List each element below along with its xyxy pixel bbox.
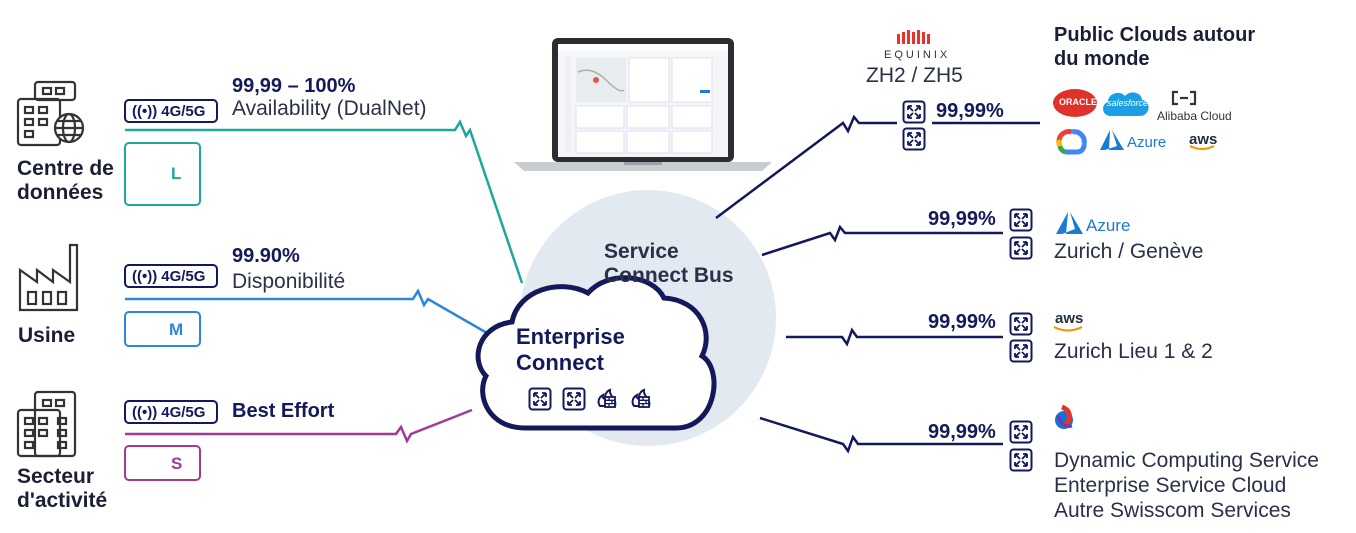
business-label: Secteur d'activité bbox=[17, 465, 108, 512]
factory-label: Usine bbox=[18, 324, 76, 347]
alibaba-logo-text: Alibaba Cloud bbox=[1157, 109, 1232, 123]
azure-logo-text: Azure bbox=[1127, 134, 1167, 151]
datacenter-label: Centre de données bbox=[17, 157, 114, 204]
service-item: Enterprise Service Cloud bbox=[1054, 474, 1287, 497]
network-badge: ((•)) 4G/5G bbox=[124, 264, 218, 288]
business-availability-value: Best Effort bbox=[232, 400, 335, 422]
router-icon bbox=[1009, 312, 1033, 336]
enterprise-connect-label: Enterprise Connect bbox=[516, 324, 625, 375]
network-type: 4G/5G bbox=[161, 102, 206, 120]
laptop-dashboard-image bbox=[514, 38, 772, 171]
datacenter-building-icon bbox=[16, 80, 85, 147]
google-cloud-logo-icon bbox=[1055, 129, 1087, 155]
router-icon bbox=[562, 387, 586, 411]
factory-icon bbox=[18, 243, 79, 312]
tier-letter: L bbox=[171, 164, 182, 183]
aws-smile-icon bbox=[1053, 326, 1083, 332]
aws-smile-icon bbox=[1189, 145, 1215, 150]
azure-logo-icon bbox=[1056, 212, 1083, 234]
swisscom-services: Dynamic Computing Service Enterprise Ser… bbox=[1054, 448, 1319, 523]
azure-sites: Zurich / Genève bbox=[1054, 240, 1204, 263]
salesforce-logo-icon bbox=[1103, 92, 1149, 116]
equinix-logo-icon bbox=[897, 30, 930, 44]
router-icon bbox=[902, 100, 926, 124]
aws-logo-text: aws bbox=[1055, 310, 1084, 327]
aws-line bbox=[786, 327, 1003, 347]
azure-logo-icon bbox=[1100, 130, 1124, 150]
antenna-icon: ((•)) bbox=[132, 102, 158, 120]
datacenter-availability-desc: Availability (DualNet) bbox=[232, 97, 427, 120]
tier-box-l: L bbox=[124, 142, 201, 206]
network-type: 4G/5G bbox=[161, 403, 206, 421]
network-badge: ((•)) 4G/5G bbox=[124, 99, 218, 123]
router-icon bbox=[1009, 420, 1033, 444]
router-icon bbox=[528, 387, 552, 411]
azure-logo-text: Azure bbox=[1086, 216, 1131, 235]
router-icon bbox=[1009, 339, 1033, 363]
equinix-line bbox=[715, 114, 897, 220]
salesforce-logo-text: salesforce bbox=[1107, 98, 1149, 108]
router-icon bbox=[902, 127, 926, 151]
antenna-icon: ((•)) bbox=[132, 403, 158, 421]
tier-letter: S bbox=[171, 454, 183, 473]
public-clouds-title: Public Clouds autour du monde bbox=[1054, 24, 1256, 70]
network-type: 4G/5G bbox=[161, 267, 206, 285]
router-icon bbox=[1009, 448, 1033, 472]
equinix-sites: ZH2 / ZH5 bbox=[866, 64, 963, 87]
service-item: Dynamic Computing Service bbox=[1054, 449, 1319, 472]
equinix-availability: 99,99% bbox=[936, 100, 1004, 122]
oracle-logo-icon bbox=[1053, 89, 1097, 117]
azure-line bbox=[761, 224, 1003, 257]
equinix-logo-text: EQUINIX bbox=[884, 49, 951, 61]
datacenter-line bbox=[125, 119, 524, 284]
tier-box-s: S bbox=[124, 445, 201, 481]
business-line bbox=[125, 408, 473, 444]
tier-letter: M bbox=[169, 320, 184, 339]
router-icon bbox=[1009, 236, 1033, 260]
alibaba-logo-icon bbox=[1171, 90, 1197, 106]
swisscom-line bbox=[759, 416, 1003, 454]
datacenter-availability-value: 99,99 – 100% bbox=[232, 75, 356, 97]
aws-sites: Zurich Lieu 1 & 2 bbox=[1054, 340, 1213, 363]
aws-availability: 99,99% bbox=[928, 311, 996, 333]
swisscom-availability: 99,99% bbox=[928, 421, 996, 443]
swisscom-logo-icon bbox=[1055, 404, 1073, 429]
aws-logo-text: aws bbox=[1189, 131, 1218, 148]
service-item: Autre Swisscom Services bbox=[1054, 499, 1291, 522]
router-icon bbox=[1009, 208, 1033, 232]
factory-availability-value: 99.90% bbox=[232, 245, 300, 267]
azure-availability: 99,99% bbox=[928, 208, 996, 230]
factory-line bbox=[125, 288, 488, 335]
tier-box-m: M bbox=[124, 311, 201, 347]
antenna-icon: ((•)) bbox=[132, 267, 158, 285]
network-badge: ((•)) 4G/5G bbox=[124, 400, 218, 424]
office-building-icon bbox=[16, 390, 77, 458]
oracle-logo-text: ORACLE bbox=[1059, 97, 1097, 107]
factory-availability-desc: Disponibilité bbox=[232, 270, 346, 293]
service-connect-bus-label: Service Connect Bus bbox=[604, 240, 734, 287]
